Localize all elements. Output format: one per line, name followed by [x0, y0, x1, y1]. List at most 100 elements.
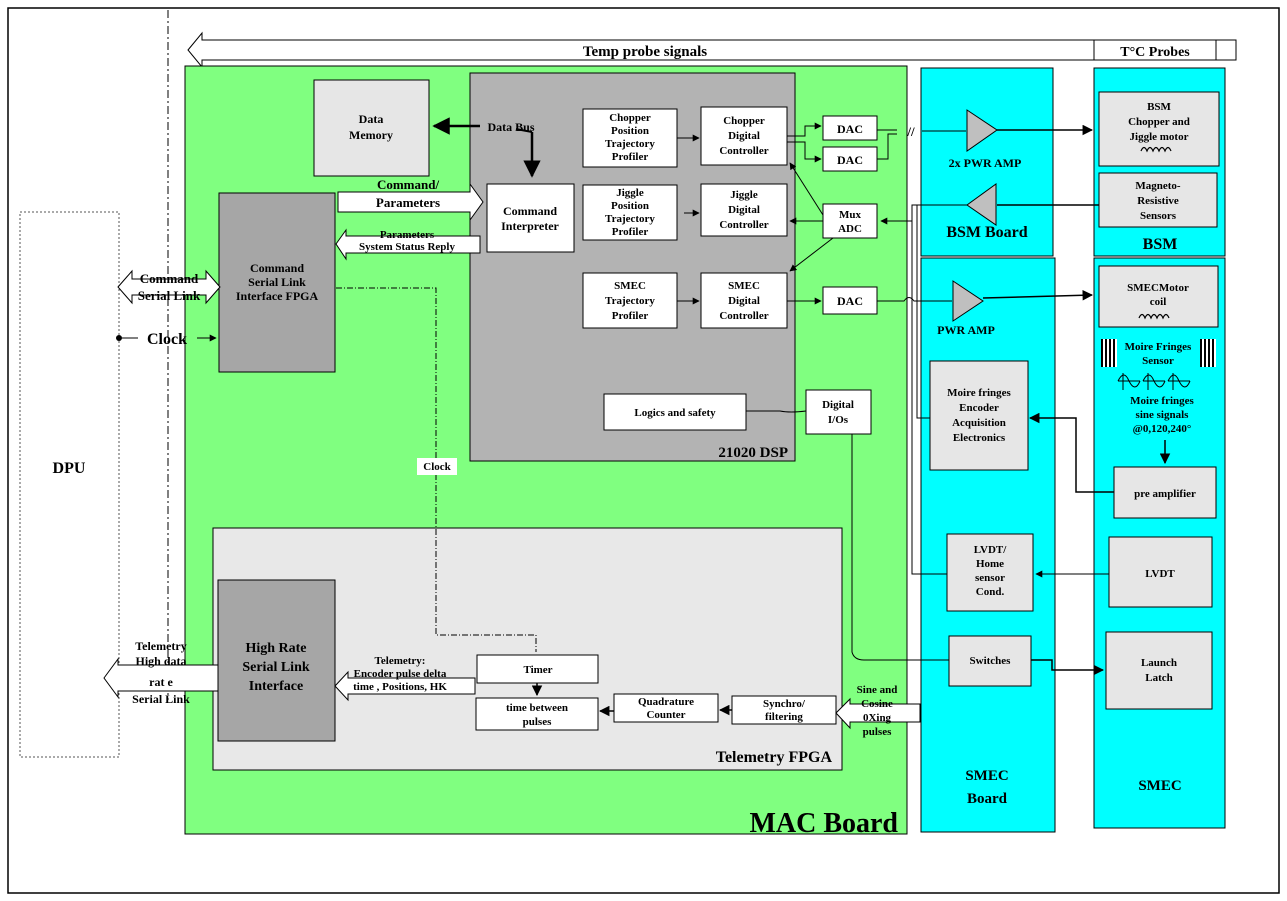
- smec-board-label-1: SMEC: [965, 768, 1008, 784]
- lvdt-cond-l4: Cond.: [976, 586, 1005, 598]
- lvdt-label: LVDT: [1145, 568, 1175, 580]
- magneto-l3: Sensors: [1140, 210, 1177, 222]
- bsm-amplifier: [966, 109, 998, 152]
- cmd-params-l2: Parameters: [376, 195, 440, 210]
- smec-amplifier: [952, 280, 984, 322]
- sine-cosine-l2: Cosine: [861, 698, 893, 710]
- dac-1-label: DAC: [837, 122, 863, 136]
- smec-prof-l2: Trajectory: [605, 295, 655, 307]
- lvdt-cond-l3: sensor: [975, 572, 1005, 584]
- bsm-coil-icon: [1140, 146, 1172, 153]
- preamp-to-encoder: [1028, 412, 1114, 493]
- telemetry-out-l4: Serial Link: [132, 692, 190, 706]
- quadrature-l1: Quadrature: [638, 696, 694, 708]
- smec-label: SMEC: [1138, 778, 1181, 794]
- sine-waves-icon: [1117, 373, 1191, 390]
- sine-cosine-l1: Sine and: [857, 684, 898, 696]
- adc-to-smec: [789, 237, 834, 272]
- dac-1: [822, 115, 878, 141]
- high-rate-l1: High Rate: [245, 641, 306, 656]
- lvdt-cond-l2: Home: [976, 558, 1004, 570]
- data-memory-l2: Memory: [349, 128, 393, 142]
- data-memory: [313, 79, 430, 177]
- telemetry-in-arrow: [334, 670, 476, 702]
- pre-amplifier: [1113, 466, 1217, 519]
- magneto-l1: Magneto-: [1135, 180, 1181, 192]
- synchro-l2: filtering: [765, 711, 803, 723]
- slashes: //: [906, 124, 915, 139]
- telemetry-out-arrow: [103, 657, 219, 699]
- lvdt-cond: [946, 533, 1034, 612]
- smec-ctrl-l3: Controller: [719, 310, 768, 322]
- dsp-label: 21020 DSP: [718, 445, 788, 461]
- lvdt-cond-to-adc: [911, 220, 947, 575]
- cmd-params-l1: Command/: [377, 177, 440, 192]
- digital-ios-l1: Digital: [822, 399, 854, 411]
- amp-to-smec-motor: [982, 290, 1094, 301]
- cmd-fpga-l3: Interface FPGA: [236, 289, 319, 303]
- data-bus-line: [515, 128, 533, 133]
- synchro-l1: Synchro/: [763, 698, 806, 710]
- chopper-ctrl-l2: Digital: [728, 130, 760, 142]
- time-between-l2: pulses: [523, 716, 552, 728]
- moire-encoder: [929, 360, 1029, 471]
- digital-ios: [805, 389, 872, 435]
- bsm-board-label: BSM Board: [946, 224, 1027, 241]
- moire-signals-l2: sine signals: [1136, 409, 1190, 421]
- synchro-filtering: [731, 695, 837, 725]
- jiggle-ctrl-l2: Digital: [728, 204, 760, 216]
- mux-adc-l1: Mux: [839, 209, 862, 221]
- data-memory-l1: Data: [359, 112, 384, 126]
- data-bus-label: Data Bus: [487, 120, 534, 134]
- cmd-interp-l1: Command: [503, 204, 557, 218]
- cmd-serial-l2: Serial Link: [138, 288, 201, 303]
- cmd-fpga-l1: Command: [250, 261, 304, 275]
- clock-node: [116, 335, 122, 341]
- ios-to-switches: [851, 434, 949, 661]
- telemetry-out-l3: rat e: [149, 675, 173, 689]
- moire-enc-l4: Electronics: [953, 432, 1006, 444]
- switches-label: Switches: [970, 655, 1012, 667]
- moire-signals-l3: @0,120,240°: [1133, 423, 1192, 435]
- command-serial-fpga: [218, 192, 336, 373]
- cmd-interp-l2: Interpreter: [501, 219, 559, 233]
- bsm-sensor-amplifier: [966, 183, 997, 226]
- bsm-label: BSM: [1143, 236, 1178, 253]
- launch-latch-l2: Latch: [1145, 672, 1173, 684]
- telemetry-in-l2: Encoder pulse delta: [354, 668, 447, 680]
- quadrature-counter: [613, 693, 719, 723]
- chopper-prof-l1: Chopper: [609, 112, 651, 124]
- moire-sensor-bg: [1117, 339, 1200, 367]
- tc-probes-label: T°C Probes: [1120, 45, 1190, 60]
- bsm-motor: [1098, 91, 1220, 167]
- telemetry-in-l3: time , Positions, HK: [353, 681, 447, 693]
- status-reply-l1: Parameters: [380, 229, 435, 241]
- moire-grating-right-icon: [1200, 339, 1216, 367]
- time-between-pulses: [475, 697, 599, 731]
- clock-small-label: Clock: [423, 461, 451, 473]
- chopper-prof-l3: Trajectory: [605, 138, 655, 150]
- quadrature-l2: Counter: [646, 709, 685, 721]
- time-between-l1: time between: [506, 702, 568, 714]
- jiggle-profiler: [582, 184, 678, 241]
- logics-to-ios: [746, 410, 807, 413]
- high-rate-interface: [217, 579, 336, 742]
- jiggle-prof-l4: Profiler: [612, 226, 649, 238]
- logics-safety: [603, 393, 747, 431]
- moire-enc-l3: Acquisition: [952, 417, 1006, 429]
- chopper-ctrl-l3: Controller: [719, 145, 768, 157]
- smec-board-label-2: Board: [967, 791, 1008, 807]
- sine-cosine-arrow: [835, 697, 921, 730]
- pre-amplifier-label: pre amplifier: [1134, 488, 1196, 500]
- jiggle-prof-l1: Jiggle: [616, 187, 644, 199]
- chopper-to-dac2: [787, 141, 822, 163]
- moire-sensor-l2: Sensor: [1142, 355, 1174, 367]
- chopper-ctrl-l1: Chopper: [723, 115, 765, 127]
- cmd-fpga-l2: Serial Link: [248, 275, 306, 289]
- mux-adc-l2: ADC: [838, 223, 862, 235]
- smec-ctrl-l1: SMEC: [728, 280, 760, 292]
- high-rate-l3: Interface: [249, 679, 303, 694]
- smec-motor: [1098, 265, 1219, 328]
- temp-probe-label: Temp probe signals: [583, 44, 707, 60]
- smec-ctrl-l2: Digital: [728, 295, 760, 307]
